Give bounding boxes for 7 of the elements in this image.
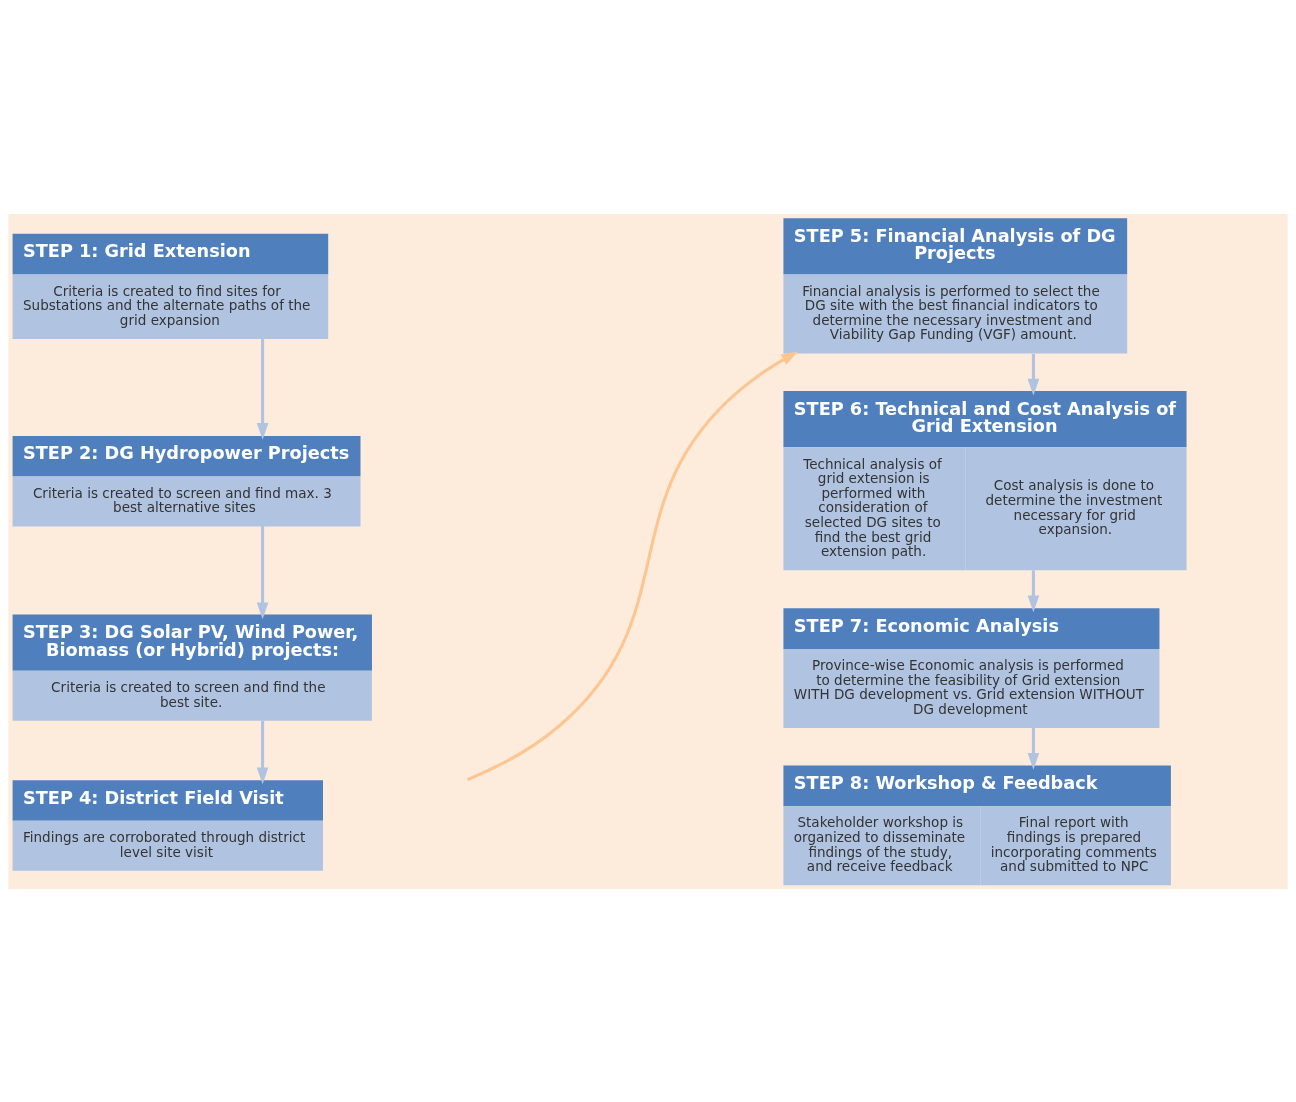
arrow bbox=[256, 525, 269, 619]
arrow bbox=[256, 338, 269, 440]
arrow bbox=[1027, 727, 1040, 770]
arrow bbox=[1027, 353, 1040, 396]
arrow bbox=[466, 350, 799, 781]
arrow bbox=[1027, 569, 1040, 612]
arrow bbox=[256, 720, 269, 784]
